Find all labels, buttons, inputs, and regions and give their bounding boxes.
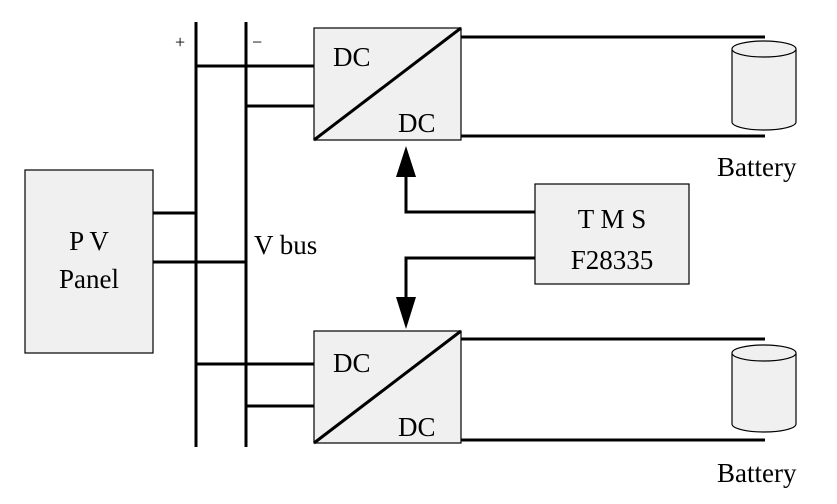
converter-top-diagonal (313, 26, 462, 142)
converter-bottom-diagonal (313, 329, 462, 445)
negative-bus-sign: − (252, 32, 262, 52)
converter-top-input-label: DC (333, 42, 371, 72)
control-arrow-top-icon (396, 146, 416, 177)
battery-bottom-label: Battery (717, 458, 797, 488)
pv-panel (24, 169, 154, 354)
tms-controller (534, 183, 690, 285)
positive-bus-sign: + (175, 32, 185, 52)
battery-top-label: Battery (717, 152, 797, 182)
converter-bottom-input-label: DC (333, 348, 371, 378)
pv-panel-label-line1: P V (69, 226, 109, 256)
control-wire-top (404, 172, 535, 214)
battery-top-icon (731, 40, 797, 131)
converter-top-output-label: DC (398, 108, 436, 138)
control-arrow-bottom-icon (396, 297, 416, 329)
v-bus-label: V bus (254, 230, 317, 260)
controller-label-line2: F28335 (571, 245, 654, 275)
controller-label-line1: T M S (578, 204, 647, 234)
battery-bottom-icon (731, 344, 797, 433)
control-wire-bottom (404, 256, 535, 300)
converter-bottom-output-label: DC (398, 412, 436, 442)
pv-panel-label-line2: Panel (59, 264, 119, 294)
